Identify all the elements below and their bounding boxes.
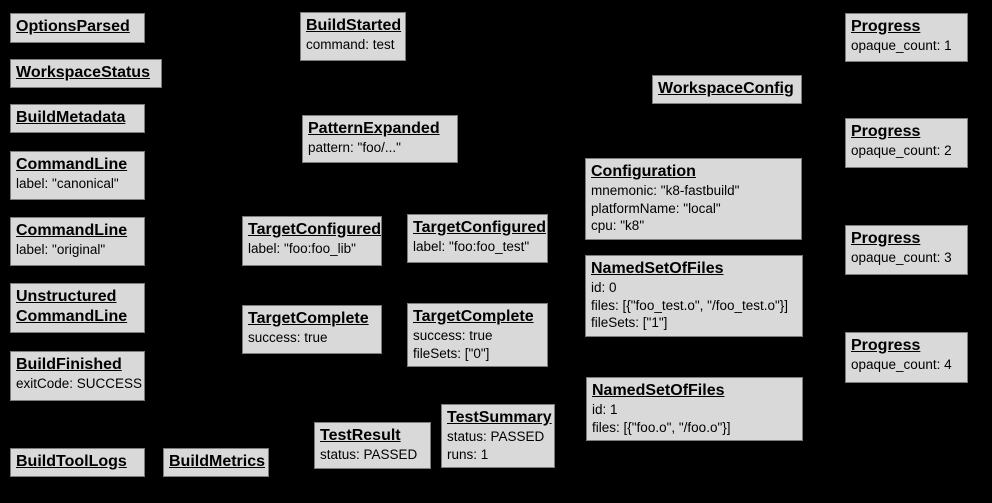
node-title: BuildStarted: [306, 17, 402, 34]
node-title: CommandLine: [16, 222, 128, 239]
node-title: CommandLine: [16, 156, 128, 173]
node-test-summary: TestSummary status: PASSED runs: 1: [441, 404, 555, 468]
node-title: Unstructured: [16, 288, 117, 305]
node-title: PatternExpanded: [308, 120, 440, 137]
node-field: opaque_count: 2: [851, 143, 952, 158]
node-field: opaque_count: 4: [851, 357, 952, 372]
node-build-metrics: BuildMetrics: [163, 448, 269, 477]
node-field: command: test: [306, 37, 395, 52]
node-title: TargetComplete: [413, 308, 534, 325]
node-progress-1: Progress opaque_count: 1: [845, 13, 968, 62]
node-target-complete-foo-lib: TargetComplete success: true: [242, 305, 382, 354]
node-field: pattern: "foo/...": [308, 140, 401, 155]
node-field: label: "canonical": [16, 176, 119, 191]
node-title: WorkspaceStatus: [16, 64, 150, 81]
node-field: platformName: "local": [591, 200, 721, 216]
node-title: BuildMetadata: [16, 109, 126, 126]
node-configuration: Configuration mnemonic: "k8-fastbuild" pla…: [585, 158, 802, 240]
node-title: Progress: [851, 230, 921, 247]
node-options-parsed: OptionsParsed: [10, 13, 145, 43]
node-title: TargetConfigured: [413, 219, 547, 236]
node-title: CommandLine: [16, 308, 128, 325]
node-title: Progress: [851, 337, 921, 354]
node-field: files: [{"foo.o", "/foo.o"}]: [592, 419, 731, 435]
node-field: opaque_count: 3: [851, 250, 952, 265]
node-field: status: PASSED: [447, 429, 545, 444]
node-title: Progress: [851, 18, 921, 35]
node-title: TargetComplete: [248, 310, 369, 327]
node-field: success: true: [248, 330, 328, 345]
node-title: WorkspaceConfig: [658, 80, 794, 97]
node-command-line-canonical: CommandLine label: "canonical": [10, 151, 145, 200]
node-build-finished: BuildFinished exitCode: SUCCESS: [10, 351, 145, 401]
node-field: runs: 1: [447, 446, 489, 462]
node-title: TargetConfigured: [248, 221, 382, 238]
node-command-line-original: CommandLine label: "original": [10, 217, 145, 266]
node-title: NamedSetOfFiles: [591, 260, 724, 277]
node-field: opaque_count: 1: [851, 38, 952, 53]
node-field: mnemonic: "k8-fastbuild": [591, 183, 740, 198]
node-field: label: "foo:foo_lib": [248, 241, 356, 256]
node-title: BuildMetrics: [169, 453, 266, 470]
node-field: id: 1: [592, 402, 618, 417]
node-named-set-of-files-0: NamedSetOfFiles id: 0 files: [{"foo_test.o…: [585, 255, 803, 337]
node-field: success: true: [413, 328, 493, 343]
node-named-set-of-files-1: NamedSetOfFiles id: 1 files: [{"foo.o", "/…: [586, 377, 803, 441]
node-field: fileSets: ["0"]: [413, 345, 490, 361]
node-target-complete-foo-test: TargetComplete success: true fileSets: ["0…: [407, 303, 548, 367]
node-build-started: BuildStarted command: test: [300, 12, 406, 61]
node-workspace-config: WorkspaceConfig: [652, 75, 802, 104]
node-field: label: "foo:foo_test": [413, 239, 530, 254]
node-target-configured-foo-test: TargetConfigured label: "foo:foo_test": [407, 214, 548, 263]
node-build-metadata: BuildMetadata: [10, 104, 145, 133]
node-title: Progress: [851, 123, 921, 140]
node-title: Configuration: [591, 163, 696, 180]
node-pattern-expanded: PatternExpanded pattern: "foo/...": [302, 115, 458, 163]
node-target-configured-foo-lib: TargetConfigured label: "foo:foo_lib": [242, 216, 382, 266]
node-field: status: PASSED: [320, 447, 418, 462]
node-progress-2: Progress opaque_count: 2: [845, 118, 968, 168]
node-progress-4: Progress opaque_count: 4: [845, 332, 968, 383]
node-title: NamedSetOfFiles: [592, 382, 725, 399]
node-title: OptionsParsed: [16, 18, 130, 35]
node-title: TestSummary: [447, 409, 552, 426]
node-field: files: [{"foo_test.o", "/foo_test.o"}]: [591, 297, 789, 313]
node-title: BuildToolLogs: [16, 453, 127, 470]
node-test-result: TestResult status: PASSED: [314, 422, 431, 469]
node-title: BuildFinished: [16, 356, 122, 373]
node-build-tool-logs: BuildToolLogs: [10, 448, 145, 477]
node-field: id: 0: [591, 280, 617, 295]
node-field: label: "original": [16, 242, 106, 257]
node-progress-3: Progress opaque_count: 3: [845, 225, 968, 275]
node-title: TestResult: [320, 427, 401, 444]
node-field: exitCode: SUCCESS: [16, 376, 143, 391]
node-field: fileSets: ["1"]: [591, 315, 668, 330]
node-field: cpu: "k8": [591, 218, 645, 233]
node-workspace-status: WorkspaceStatus: [10, 59, 162, 88]
